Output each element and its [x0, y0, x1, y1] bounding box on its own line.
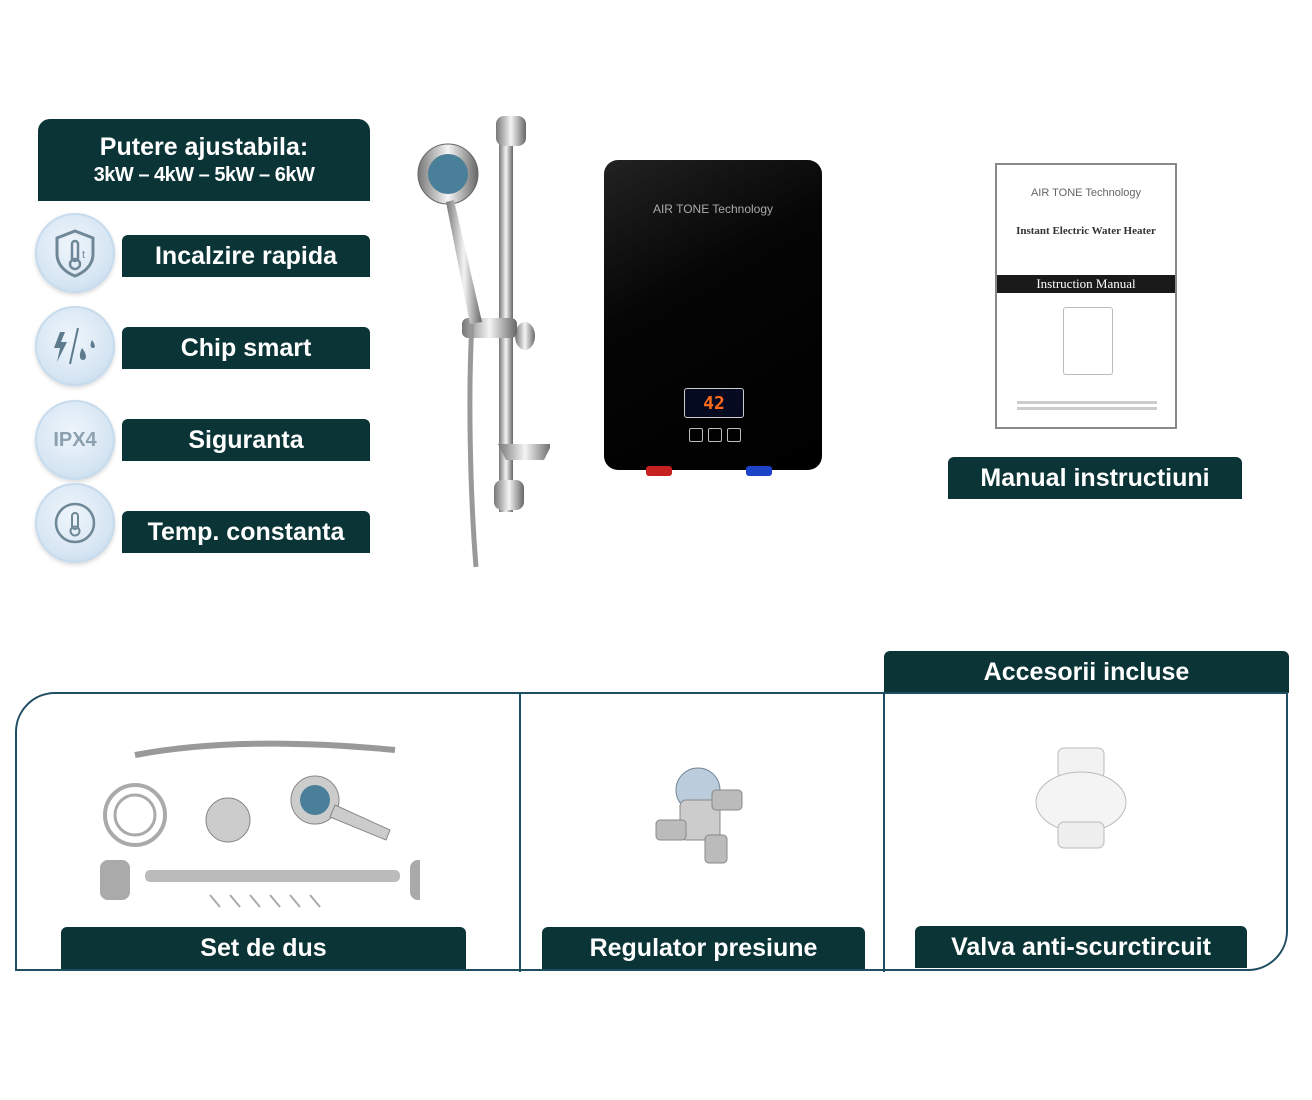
up-button[interactable] [727, 428, 741, 442]
anti-short-valve-image [1035, 747, 1127, 849]
ipx4-icon: IPX4 [35, 400, 115, 480]
hot-water-outlet [646, 466, 672, 476]
manual-brand: AIR TONE Technology [1030, 187, 1142, 199]
water-heater-image: AIR TONE Technology 42 [604, 160, 822, 476]
cold-water-inlet [746, 466, 772, 476]
manual-banner: Instruction Manual [997, 275, 1175, 293]
svg-text:t: t [82, 249, 85, 261]
feature-label-incalzire: Incalzire rapida [122, 235, 370, 277]
ipx4-icon-text: IPX4 [53, 428, 97, 451]
power-button[interactable] [708, 428, 722, 442]
shower-kit-label: Set de dus [61, 927, 466, 969]
heater-display: 42 [684, 388, 744, 418]
pressure-regulator-label: Regulator presiune [542, 927, 865, 969]
down-button[interactable] [689, 428, 703, 442]
shower-kit-image [100, 740, 420, 908]
instruction-manual-image: AIR TONE Technology Instant Electric Wat… [995, 163, 1177, 429]
manual-text-line [1017, 401, 1157, 404]
shower-set-image [417, 116, 550, 568]
heater-brand: AIR TONE Technology [652, 202, 774, 216]
feature-label-chip: Chip smart [122, 327, 370, 369]
feature-label-siguranta: Siguranta [122, 419, 370, 461]
manual-heater-drawing [1063, 307, 1113, 375]
heater-display-temp: 42 [703, 392, 725, 414]
manual-label: Manual instructiuni [948, 457, 1242, 499]
manual-title: Instant Electric Water Heater [1016, 225, 1156, 237]
lightning-water-drops-icon [35, 306, 115, 386]
gauge-thermometer-icon [35, 483, 115, 563]
divider [519, 692, 521, 972]
manual-text-line [1017, 407, 1157, 410]
accessories-frame [15, 692, 1288, 971]
pressure-regulator-image [655, 767, 743, 864]
power-title: Putere ajustabila: [99, 133, 309, 161]
accessories-title: Accesorii incluse [884, 651, 1289, 693]
divider [883, 692, 885, 972]
shield-thermometer-icon: t [35, 213, 115, 293]
power-values: 3kW – 4kW – 5kW – 6kW [93, 164, 315, 186]
power-header: Putere ajustabila: 3kW – 4kW – 5kW – 6kW [38, 119, 370, 201]
feature-label-temp: Temp. constanta [122, 511, 370, 553]
anti-short-valve-label: Valva anti-scurctircuit [915, 926, 1247, 968]
